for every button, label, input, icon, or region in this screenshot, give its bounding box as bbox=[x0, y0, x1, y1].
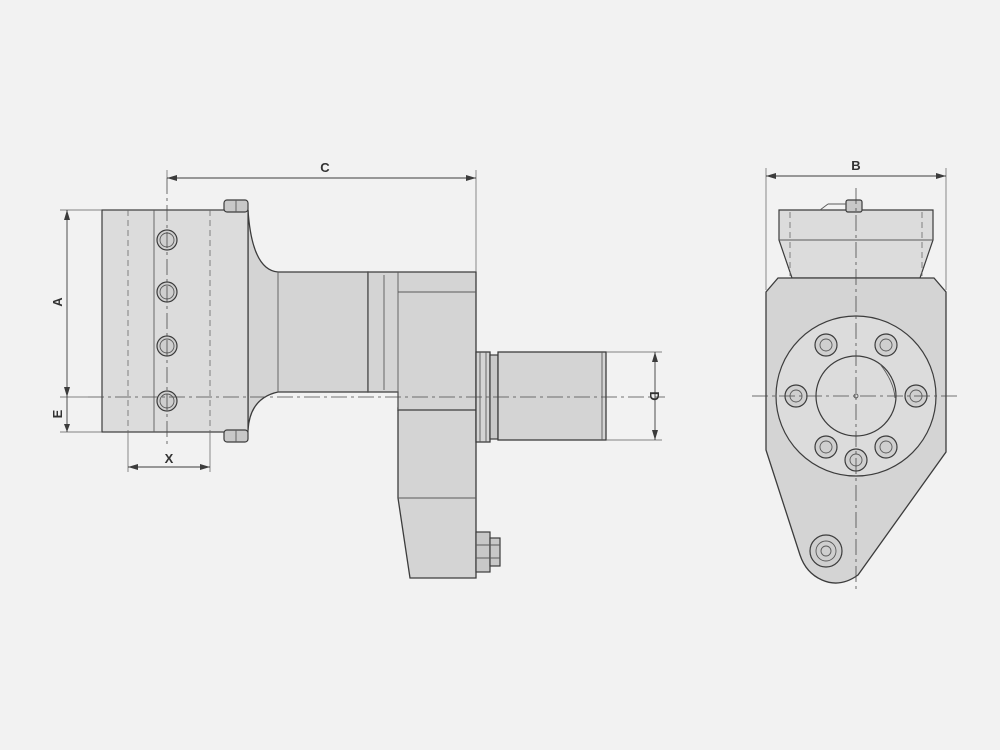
side-view: C A E X bbox=[50, 160, 665, 579]
dimension-d: D bbox=[606, 351, 662, 441]
bracket-bolt bbox=[475, 531, 501, 573]
dimension-c-label: C bbox=[320, 160, 330, 175]
top-pin bbox=[223, 199, 249, 213]
front-lower-bolt bbox=[809, 534, 843, 568]
dimension-c: C bbox=[166, 160, 477, 272]
flange-bolt-holes bbox=[784, 333, 928, 472]
flange-hole-6 bbox=[874, 435, 898, 459]
dimension-e: E bbox=[50, 397, 102, 433]
front-top-pin bbox=[819, 199, 863, 213]
dimension-a: A bbox=[50, 209, 102, 398]
front-view: B bbox=[752, 158, 960, 590]
flange-hole-1 bbox=[814, 333, 838, 357]
output-shaft bbox=[475, 351, 607, 443]
flange-hole-2 bbox=[874, 333, 898, 357]
dimension-b: B bbox=[765, 158, 947, 290]
bracket-arm bbox=[397, 407, 477, 579]
dimension-e-label: E bbox=[50, 409, 65, 418]
dimension-x-label: X bbox=[165, 451, 174, 466]
dimension-d-label: D bbox=[647, 391, 662, 400]
flange-hole-5 bbox=[814, 435, 838, 459]
bottom-pin bbox=[223, 429, 249, 443]
dimension-a-label: A bbox=[50, 297, 65, 307]
dimension-x: X bbox=[127, 432, 211, 472]
dimension-b-label: B bbox=[851, 158, 860, 173]
